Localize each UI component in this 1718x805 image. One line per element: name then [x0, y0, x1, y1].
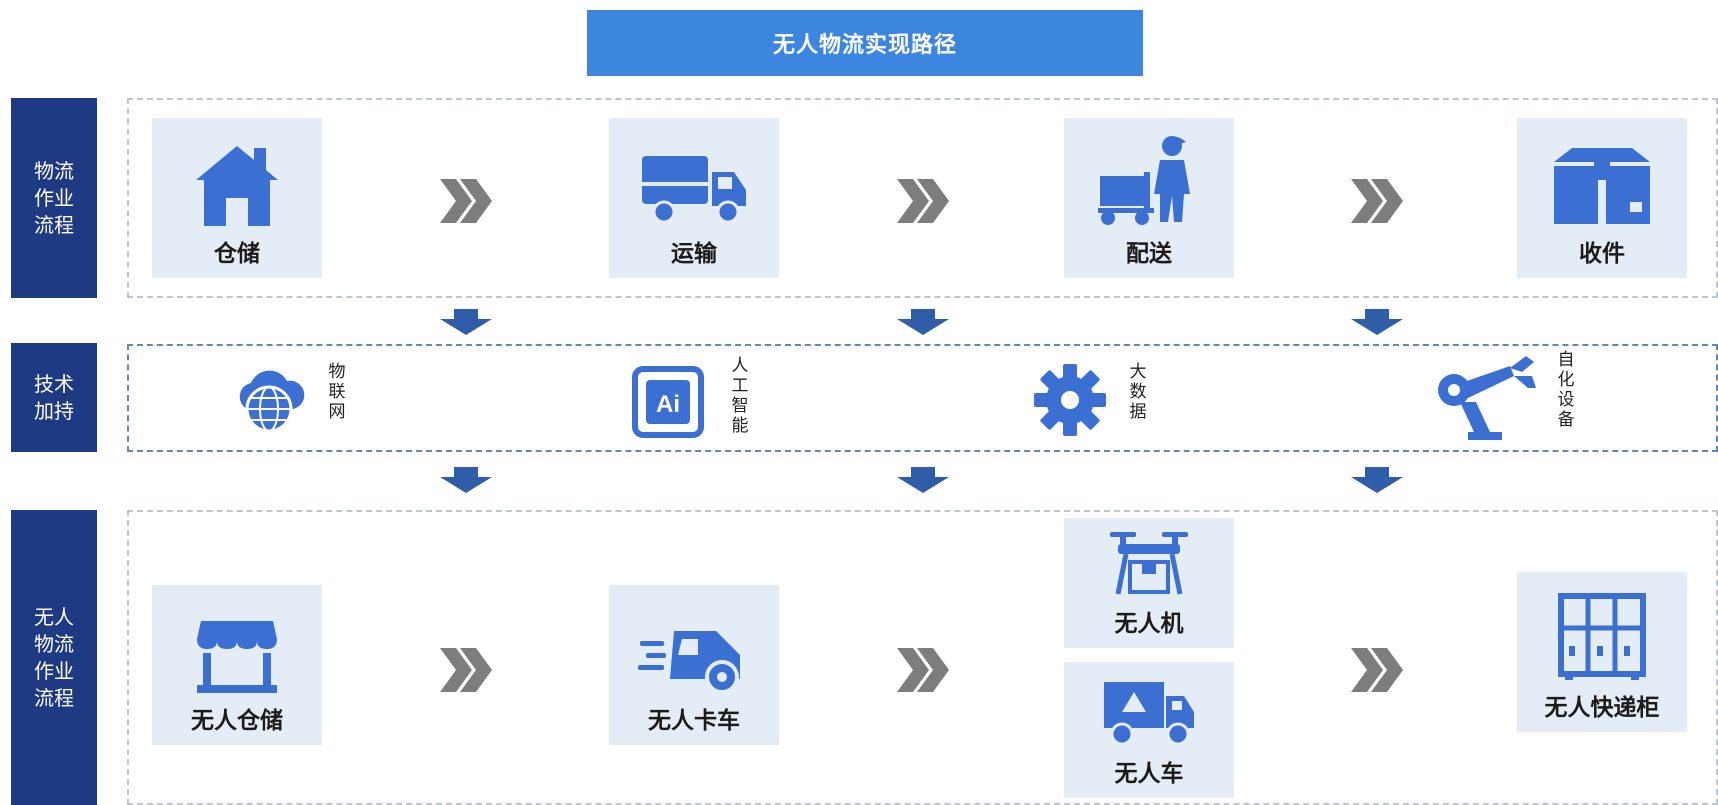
- unmanned-step-label: 无人仓储: [191, 708, 283, 734]
- down-arrow-icon: [897, 467, 949, 493]
- process-step-transport: 运输: [609, 118, 779, 278]
- unmanned-step-truck: 无人卡车: [609, 585, 779, 745]
- chevron-right-double-icon: [1351, 179, 1403, 223]
- down-arrow-icon: [440, 467, 492, 493]
- tech-label-automation: 自 化 设 备: [1556, 350, 1576, 430]
- process-row-box: [127, 98, 1718, 298]
- tech-label-char: 物: [328, 362, 346, 382]
- tech-label-bigdata: 大 数 据: [1128, 362, 1148, 422]
- process-step-label: 运输: [671, 241, 717, 267]
- unmanned-step-locker: 无人快递柜: [1517, 572, 1687, 732]
- unmanned-row-box: [127, 510, 1718, 805]
- unmanned-step-label: 无人机: [1114, 611, 1184, 637]
- process-step-warehousing: 仓储: [152, 118, 322, 278]
- storefront-icon: [197, 621, 277, 693]
- robot-arm-icon: [1438, 356, 1536, 440]
- row-label-line: 无人: [34, 604, 74, 629]
- row-label-tech: 技术 加持: [11, 343, 97, 452]
- unmanned-step-label: 无人快递柜: [1544, 695, 1660, 721]
- chevron-right-double-icon: [440, 179, 492, 223]
- delivery-person-cart-icon: [1098, 136, 1190, 225]
- gear-icon: [1034, 364, 1106, 436]
- parcel-locker-icon: [1558, 593, 1646, 680]
- row-label-line: 技术: [34, 371, 74, 396]
- unmanned-vehicle-icon: [1104, 682, 1194, 746]
- down-arrow-icon: [1351, 467, 1403, 493]
- tech-label-char: 设: [1557, 390, 1575, 410]
- tech-label-char: 联: [328, 382, 346, 402]
- svg-text:Ai: Ai: [656, 391, 680, 418]
- chevron-right-double-icon: [1351, 648, 1403, 692]
- fast-truck-icon: [638, 631, 740, 694]
- tech-label-char: 智: [731, 396, 749, 416]
- tech-label-char: 人: [731, 356, 749, 376]
- row-label-line: 物流: [34, 631, 74, 656]
- unmanned-step-vehicle: 无人车: [1064, 662, 1234, 798]
- process-step-receiving: 收件: [1517, 118, 1687, 278]
- tech-label-char: 备: [1557, 410, 1575, 430]
- tech-label-char: 据: [1129, 402, 1147, 422]
- iot-cloud-globe-icon: [239, 370, 305, 433]
- row-label-process: 物流 作业 流程: [11, 98, 97, 298]
- drone-icon: [1110, 532, 1188, 595]
- row-label-unmanned: 无人 物流 作业 流程: [11, 510, 97, 805]
- chevron-right-double-icon: [897, 648, 949, 692]
- chevron-right-double-icon: [897, 179, 949, 223]
- down-arrow-icon: [440, 309, 492, 335]
- row-label-line: 作业: [34, 658, 74, 683]
- tech-label-char: 数: [1129, 382, 1147, 402]
- tech-label-char: 网: [328, 402, 346, 422]
- unmanned-step-warehouse: 无人仓储: [152, 585, 322, 745]
- down-arrow-icon: [1351, 309, 1403, 335]
- row-label-line: 物流: [34, 158, 74, 183]
- process-step-label: 仓储: [214, 241, 260, 267]
- ai-chip-icon: Ai: [632, 366, 704, 438]
- row-label-line: 加持: [34, 398, 74, 423]
- down-arrow-icon: [897, 309, 949, 335]
- tech-label-iot: 物 联 网: [327, 362, 347, 422]
- truck-icon: [642, 156, 746, 224]
- process-step-label: 收件: [1579, 241, 1625, 267]
- tech-label-char: 大: [1129, 362, 1147, 382]
- tech-label-char: 工: [731, 376, 749, 396]
- chevron-right-double-icon: [440, 648, 492, 692]
- process-step-label: 配送: [1126, 241, 1172, 267]
- tech-label-ai: 人 工 智 能: [730, 356, 750, 436]
- tech-label-char: 化: [1557, 370, 1575, 390]
- unmanned-step-label: 无人车: [1114, 761, 1184, 787]
- row-label-line: 流程: [34, 685, 74, 710]
- warehouse-house-icon: [196, 146, 278, 226]
- row-label-line: 流程: [34, 212, 74, 237]
- diagram-title: 无人物流实现路径: [587, 10, 1143, 76]
- unmanned-step-label: 无人卡车: [648, 708, 740, 734]
- unmanned-step-drone: 无人机: [1064, 518, 1234, 648]
- tech-label-char: 自: [1557, 350, 1575, 370]
- tech-row-box: [127, 344, 1718, 452]
- package-box-icon: [1554, 148, 1650, 224]
- tech-label-char: 能: [731, 416, 749, 436]
- row-label-line: 作业: [34, 185, 74, 210]
- process-step-delivery: 配送: [1064, 118, 1234, 278]
